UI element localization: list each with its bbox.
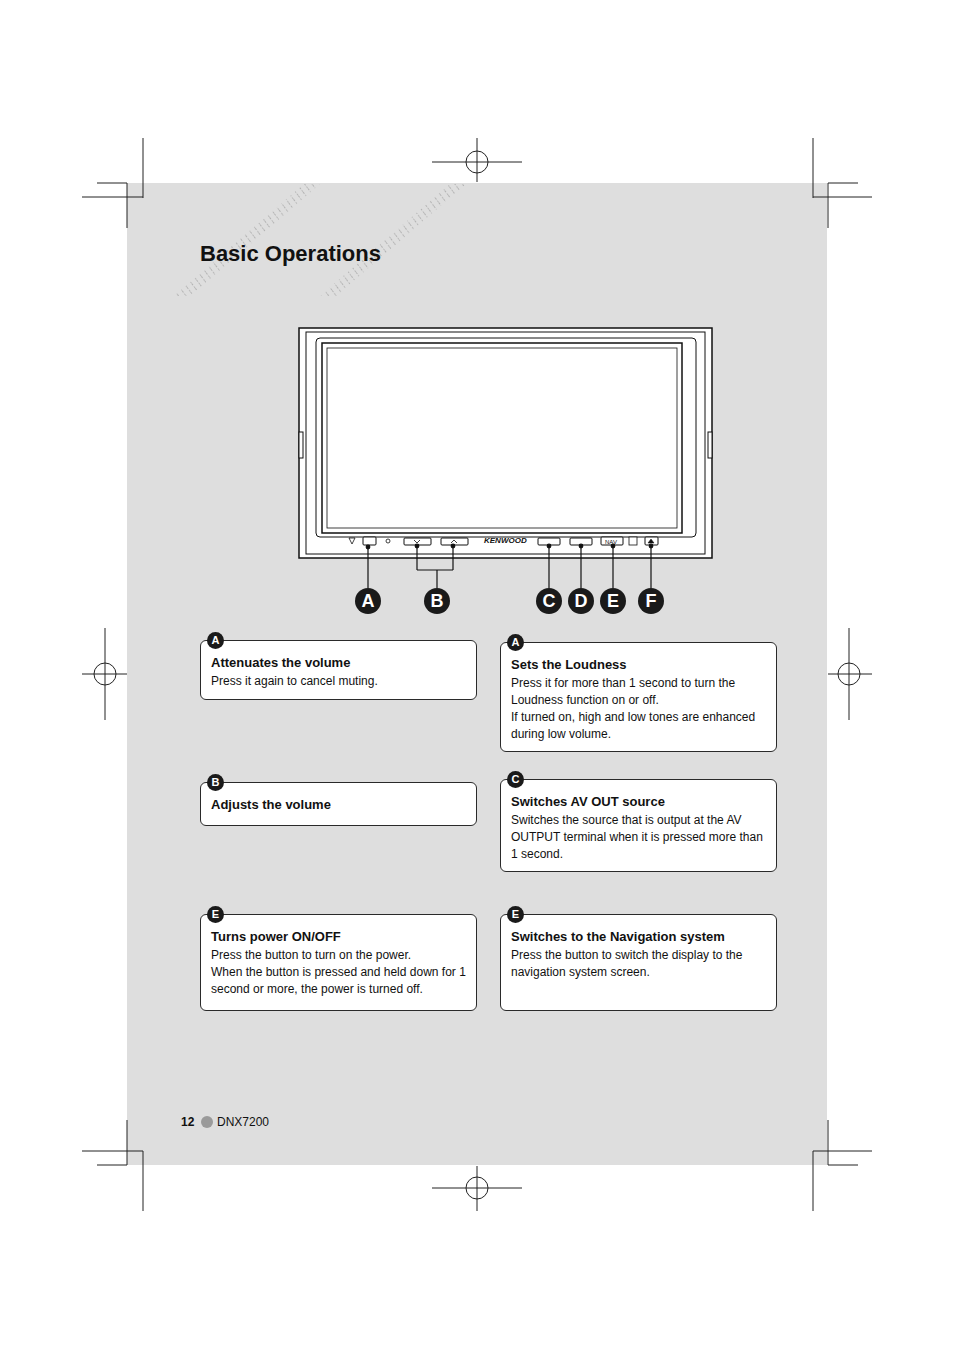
description-box: CSwitches AV OUT sourceSwitches the sour… xyxy=(500,779,777,872)
callout-circle: C xyxy=(536,588,562,614)
brand-logo: KENWOOD xyxy=(484,536,527,546)
page-title: Basic Operations xyxy=(200,241,381,267)
callout-badge: A xyxy=(507,634,524,651)
button-label: NAV xyxy=(605,538,617,546)
leader-lines xyxy=(366,544,653,588)
box-heading: Adjusts the volume xyxy=(211,796,466,813)
callout-badge: C xyxy=(507,771,524,788)
description-box: ASets the LoudnessPress it for more than… xyxy=(500,642,777,752)
callout-circle: E xyxy=(600,588,626,614)
callout-letter: B xyxy=(424,588,450,614)
description-box: ETurns power ON/OFFPress the button to t… xyxy=(200,914,477,1011)
callout-circle: F xyxy=(638,588,664,614)
description-box: BAdjusts the volume xyxy=(200,782,477,826)
box-heading: Attenuates the volume xyxy=(211,654,466,671)
box-heading: Switches to the Navigation system xyxy=(511,928,766,945)
box-body: When the button is pressed and held down… xyxy=(211,964,466,998)
title-hatch xyxy=(320,184,466,296)
box-heading: Sets the Loudness xyxy=(511,656,766,673)
callout-badge: A xyxy=(207,632,224,649)
callout-letter: C xyxy=(536,588,562,614)
callout-badge: E xyxy=(507,906,524,923)
callout-circle: A xyxy=(355,588,381,614)
box-body: Press it for more than 1 second to turn … xyxy=(511,675,766,709)
description-box: ESwitches to the Navigation systemPress … xyxy=(500,914,777,1011)
box-heading: Turns power ON/OFF xyxy=(211,928,466,945)
title-hatch xyxy=(174,184,320,296)
box-body: Press the button to turn on the power. xyxy=(211,947,466,964)
callout-circle: B xyxy=(424,588,450,614)
callout-letter: F xyxy=(638,588,664,614)
footer-dot xyxy=(201,1116,213,1128)
callout-badge: E xyxy=(207,906,224,923)
callout-circle: D xyxy=(568,588,594,614)
callout-letter: E xyxy=(600,588,626,614)
crop-marks xyxy=(82,138,872,1211)
page-ground xyxy=(127,183,827,1165)
head-unit xyxy=(299,328,712,558)
callout-letter: D xyxy=(568,588,594,614)
box-body: Press the button to switch the display t… xyxy=(511,947,766,981)
description-box: AAttenuates the volumePress it again to … xyxy=(200,640,477,700)
callout-badge: B xyxy=(207,774,224,791)
page-number: 12 xyxy=(181,1115,194,1129)
box-body: Switches the source that is output at th… xyxy=(511,812,766,863)
model-name: DNX7200 xyxy=(217,1115,269,1129)
box-heading: Switches AV OUT source xyxy=(511,793,766,810)
callout-letter: A xyxy=(355,588,381,614)
box-body: Press it again to cancel muting. xyxy=(211,673,466,690)
box-body: If turned on, high and low tones are enh… xyxy=(511,709,766,743)
